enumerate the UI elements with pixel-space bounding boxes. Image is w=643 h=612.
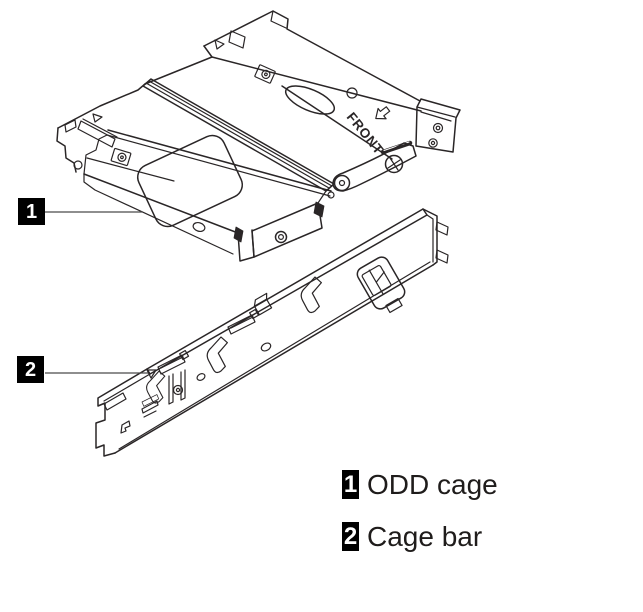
callout-badge-2: 2 — [17, 356, 44, 383]
callout-badge-1: 1 — [18, 198, 45, 225]
front-arrow-icon — [375, 106, 391, 120]
legend-label-cage-bar: Cage bar — [367, 521, 483, 552]
odd-cage-drawing: FRONT — [56, 10, 461, 262]
legend-label-odd-cage: ODD cage — [367, 469, 498, 500]
disc-icon — [254, 64, 276, 84]
disc-icon — [110, 147, 132, 167]
legend-item-cage-bar: 2 Cage bar — [342, 522, 498, 551]
legend-badge-2: 2 — [342, 522, 359, 551]
cage-bar-drawing — [95, 208, 449, 457]
legend-badge-1: 1 — [342, 470, 359, 499]
latch-clip — [356, 256, 406, 314]
legend-item-odd-cage: 1 ODD cage — [342, 470, 498, 499]
legend: 1 ODD cage 2 Cage bar — [342, 470, 498, 574]
front-direction-label: FRONT — [344, 109, 387, 157]
